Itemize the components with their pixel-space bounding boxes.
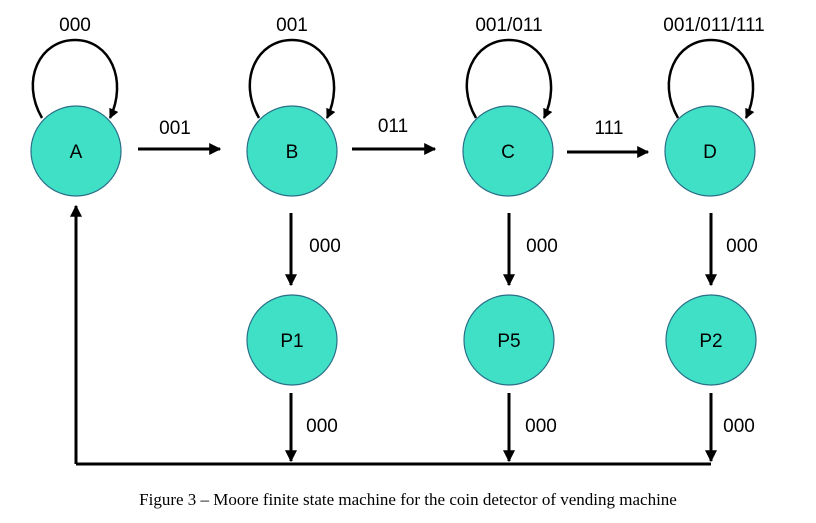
figure-caption: Figure 3 – Moore finite state machine fo… bbox=[139, 490, 677, 509]
label-p2-return: 000 bbox=[723, 416, 755, 437]
state-p1: P1 bbox=[246, 294, 338, 386]
state-label-c: C bbox=[501, 142, 515, 163]
self-loop-b bbox=[248, 38, 336, 119]
label-b-to-c: 011 bbox=[378, 116, 408, 137]
state-p5: P5 bbox=[463, 294, 555, 386]
label-b-to-p1: 000 bbox=[309, 236, 341, 257]
state-b: B bbox=[246, 105, 338, 197]
self-loop-a bbox=[31, 38, 119, 119]
label-c-to-p5: 000 bbox=[526, 236, 558, 257]
self-loop-label-a: 000 bbox=[59, 15, 91, 36]
label-d-to-p2: 000 bbox=[726, 236, 758, 257]
label-c-to-d: 111 bbox=[595, 118, 624, 139]
state-p2: P2 bbox=[665, 294, 757, 386]
self-loop-label-b: 001 bbox=[276, 15, 308, 36]
label-p5-return: 000 bbox=[525, 416, 557, 437]
state-d: D bbox=[664, 105, 756, 197]
state-label-d: D bbox=[703, 142, 717, 163]
state-label-p2: P2 bbox=[699, 331, 722, 352]
state-label-b: B bbox=[286, 142, 299, 163]
self-loop-label-d: 001/011/111 bbox=[663, 15, 764, 36]
state-label-p5: P5 bbox=[497, 331, 520, 352]
label-p1-return: 000 bbox=[306, 416, 338, 437]
self-loop-d bbox=[667, 38, 755, 119]
state-label-a: A bbox=[70, 142, 83, 163]
self-loop-c bbox=[465, 38, 553, 119]
self-loop-label-c: 001/011 bbox=[475, 15, 542, 36]
label-a-to-b: 001 bbox=[159, 118, 191, 139]
state-label-p1: P1 bbox=[280, 331, 303, 352]
state-c: C bbox=[462, 105, 554, 197]
state-a: A bbox=[30, 105, 122, 197]
